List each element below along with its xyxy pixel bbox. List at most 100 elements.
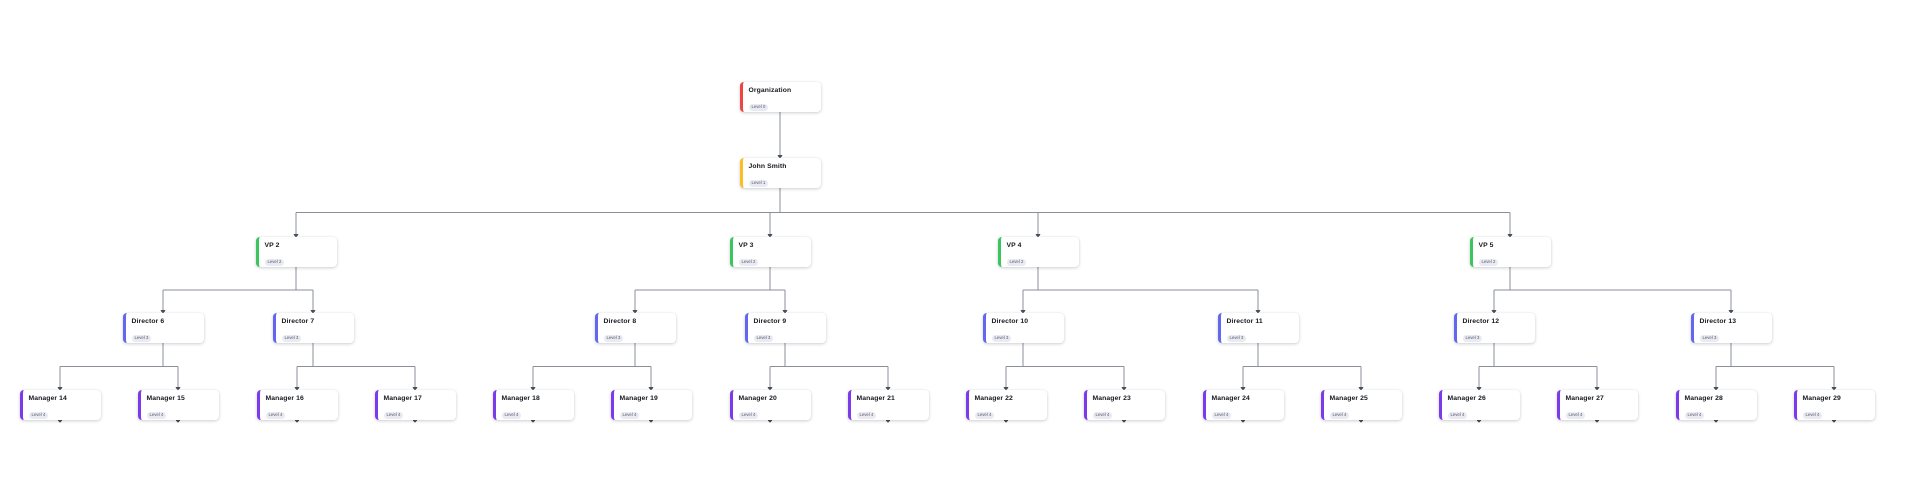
node-title: Director 8: [603, 318, 637, 325]
level-badge: Level 4: [856, 411, 877, 420]
node-title: Director 7: [281, 318, 315, 325]
node-title: Director 6: [131, 318, 165, 325]
arrowhead: [1003, 387, 1009, 391]
level-badge: Level 4: [1211, 411, 1232, 420]
level-badge: Level 4: [28, 411, 49, 420]
arrowhead: [412, 387, 418, 391]
node-title: VP 5: [1478, 242, 1494, 249]
level-badge: Level 4: [974, 411, 995, 420]
org-node-director-6[interactable]: Director 6 Level 3: [122, 313, 204, 343]
level-badge: Level 0: [748, 103, 769, 112]
arrowhead: [1255, 310, 1261, 314]
org-node-vp-2[interactable]: VP 2 Level 2: [255, 237, 337, 267]
level-badge: Level 4: [265, 411, 286, 420]
level-badge: Level 4: [738, 411, 759, 420]
org-node-manager-17[interactable]: Manager 17 Level 4: [374, 390, 456, 420]
arrowhead: [1713, 419, 1719, 423]
arrowhead: [648, 387, 654, 391]
org-node-director-8[interactable]: Director 8 Level 3: [594, 313, 676, 343]
level-badge: Level 4: [501, 411, 522, 420]
node-title: Manager 17: [383, 395, 422, 402]
level-badge: Level 3: [603, 334, 624, 343]
arrowhead: [175, 419, 181, 423]
level-badge: Level 3: [1462, 334, 1483, 343]
arrowhead: [648, 419, 654, 423]
org-node-vp-4[interactable]: VP 4 Level 2: [997, 237, 1079, 267]
arrowhead: [1240, 419, 1246, 423]
level-badge: Level 4: [619, 411, 640, 420]
level-badge: Level 2: [1478, 258, 1499, 267]
org-node-vp-5[interactable]: VP 5 Level 2: [1469, 237, 1551, 267]
level-badge: Level 3: [131, 334, 152, 343]
arrowhead: [1476, 387, 1482, 391]
arrowhead: [412, 419, 418, 423]
node-title: VP 2: [264, 242, 280, 249]
arrowhead: [1594, 387, 1600, 391]
arrowhead: [1358, 387, 1364, 391]
arrowhead: [885, 419, 891, 423]
node-title: Director 10: [991, 318, 1029, 325]
node-title: Organization: [748, 87, 792, 94]
org-node-manager-18[interactable]: Manager 18 Level 4: [492, 390, 574, 420]
org-node-manager-25[interactable]: Manager 25 Level 4: [1320, 390, 1402, 420]
level-badge: Level 4: [1329, 411, 1350, 420]
arrowhead: [1831, 419, 1837, 423]
level-badge: Level 4: [1802, 411, 1823, 420]
arrowhead: [767, 419, 773, 423]
arrowhead: [294, 387, 300, 391]
node-title: Director 11: [1226, 318, 1263, 325]
arrowhead: [1476, 419, 1482, 423]
arrowhead: [1728, 310, 1734, 314]
arrowhead: [1358, 419, 1364, 423]
arrowhead: [160, 310, 166, 314]
level-badge: Level 4: [383, 411, 404, 420]
node-title: Manager 14: [28, 395, 67, 402]
node-title: Manager 18: [501, 395, 540, 402]
arrowhead: [57, 419, 63, 423]
arrowhead: [1491, 310, 1497, 314]
level-badge: Level 4: [1447, 411, 1468, 420]
org-node-manager-19[interactable]: Manager 19 Level 4: [610, 390, 692, 420]
node-title: Manager 21: [856, 395, 895, 402]
arrowhead: [293, 234, 299, 238]
org-node-manager-26[interactable]: Manager 26 Level 4: [1438, 390, 1520, 420]
level-badge: Level 2: [1006, 258, 1027, 267]
node-title: Manager 19: [619, 395, 658, 402]
arrowhead: [294, 419, 300, 423]
arrowhead: [1831, 387, 1837, 391]
org-node-manager-14[interactable]: Manager 14 Level 4: [19, 390, 101, 420]
org-node-manager-21[interactable]: Manager 21 Level 4: [847, 390, 929, 420]
node-title: VP 4: [1006, 242, 1022, 249]
arrowhead: [1240, 387, 1246, 391]
node-title: John Smith: [748, 163, 787, 170]
arrowhead: [1121, 419, 1127, 423]
node-title: Director 13: [1699, 318, 1737, 325]
node-title: Manager 26: [1447, 395, 1486, 402]
arrowhead: [782, 310, 788, 314]
level-badge: Level 2: [264, 258, 285, 267]
arrowhead: [175, 387, 181, 391]
level-badge: Level 2: [738, 258, 759, 267]
arrowhead: [1035, 234, 1041, 238]
node-title: Manager 25: [1329, 395, 1368, 402]
